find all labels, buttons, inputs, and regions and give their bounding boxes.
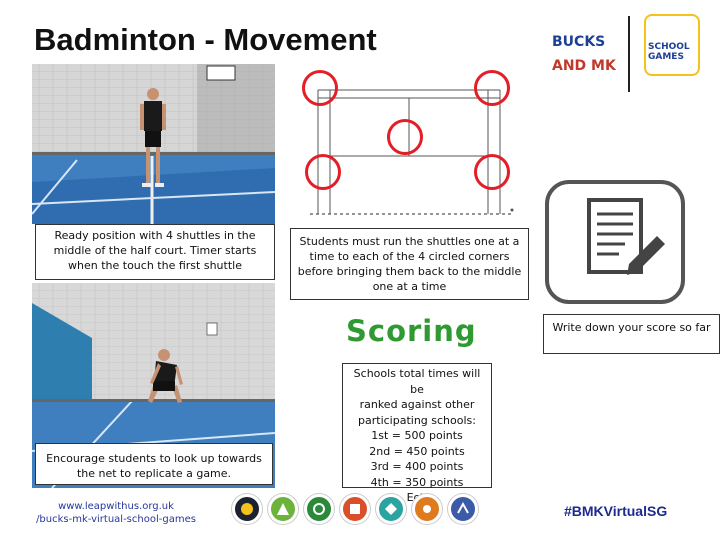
scoring-line: 1st = 500 points [371,429,463,442]
school-games-line2: GAMES [648,52,684,62]
values-badge-icon [448,494,478,524]
ready-position-caption: Ready position with 4 shuttles in the mi… [35,224,275,280]
values-badge-icon [376,494,406,524]
values-badge-icon [340,494,370,524]
corner-circle-top-left [302,70,338,106]
corner-circle-top-right [474,70,510,106]
scoring-line: 2nd = 450 points [369,444,465,458]
logo-divider [628,16,630,92]
ready-position-photo [32,64,275,224]
scoring-line: ranked against other [359,398,475,411]
values-badge-icon [304,494,334,524]
scoring-line: Schools total times will be [353,367,481,396]
scoring-line: participating schools: [358,413,476,427]
values-badge-icon [412,494,442,524]
middle-circle [387,119,423,155]
encourage-caption: Encourage students to look up towards th… [35,443,273,485]
website-link[interactable]: www.leapwithus.org.uk /bucks-mk-virtual-… [36,500,196,526]
school-games-line1: SCHOOL [648,42,690,52]
scoring-line: 4th = 350 points [370,475,464,489]
page-title: Badminton - Movement [34,22,377,57]
school-games-logo: SCHOOL GAMES [644,14,700,76]
scoring-heading: Scoring [346,314,477,348]
corner-circle-bottom-right [474,154,510,190]
values-badge-icon [268,494,298,524]
scoring-line: 3rd = 400 points [370,460,464,473]
notepad-pencil-icon [545,180,685,304]
instructions-caption: Students must run the shuttles one at a … [290,228,529,300]
scoring-list: Schools total times will be ranked again… [342,363,492,504]
website-link-line2[interactable]: /bucks-mk-virtual-school-games [36,514,196,525]
bucks-logo-line2: AND MK [552,58,616,74]
hashtag: #BMKVirtualSG [564,503,668,519]
values-badge-icon [232,494,262,524]
court-diagram [300,64,528,224]
corner-circle-bottom-left [305,154,341,190]
website-link-line1[interactable]: www.leapwithus.org.uk [58,501,174,512]
bucks-logo-line1: BUCKS [552,34,606,50]
write-score-caption: Write down your score so far [543,314,720,354]
bucks-mk-logo: BUCKS AND MK [552,34,624,84]
